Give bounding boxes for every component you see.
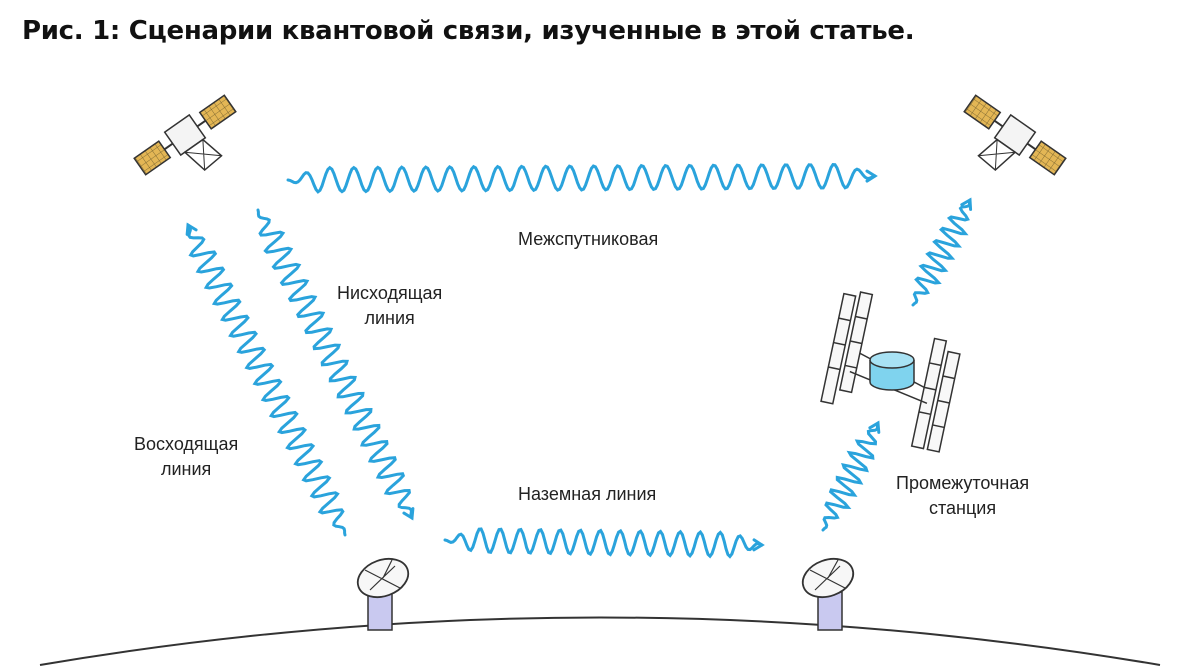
relay-station-icon: [820, 291, 961, 453]
inter-satellite-link: [286, 163, 877, 194]
quantum-links: [185, 163, 973, 559]
figure-title: Рис. 1: Сценарии квантовой связи, изучен…: [22, 16, 915, 46]
relay-to-satellite-wave: [911, 198, 972, 307]
relay-to-satellite-wave-arrow: [960, 197, 973, 211]
downlink-wave: [256, 208, 414, 520]
satellite-icon: [963, 94, 1067, 176]
ground-link-label: Наземная линия: [518, 484, 657, 504]
downlink-label: Нисходящая линия: [337, 283, 443, 328]
inter-satellite-label: Межспутниковая: [518, 229, 659, 249]
satellite-icon: [133, 94, 237, 176]
ground-to-relay-wave: [821, 421, 880, 532]
ground-station-icon: [356, 557, 410, 631]
ground-link-wave: [443, 527, 764, 559]
ground-to-relay-wave-arrow: [868, 420, 881, 434]
uplink-wave-arrow: [185, 222, 198, 236]
downlink-wave-arrow: [402, 507, 415, 521]
ground-link-wave-arrow: [752, 538, 765, 552]
uplink-wave: [186, 223, 347, 537]
ground-station-icon: [801, 557, 855, 631]
earth-surface: [39, 616, 1161, 666]
inter-satellite-link-arrow: [865, 169, 878, 183]
relay-station-label: Промежуточная станция: [896, 473, 1030, 518]
uplink-label: Восходящая линия: [134, 434, 239, 479]
